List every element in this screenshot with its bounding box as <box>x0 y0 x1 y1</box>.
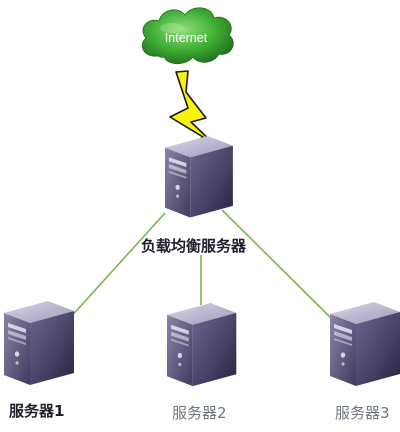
cloud-icon <box>141 7 234 65</box>
server-tower-icon <box>330 302 400 386</box>
server-tower-icon <box>167 303 237 387</box>
internet-label: Internet <box>165 31 208 45</box>
load-balancer-server <box>165 136 233 218</box>
server-tower-icon <box>4 301 74 385</box>
connection-links <box>67 209 336 323</box>
server-1 <box>4 301 74 385</box>
server-tower-icon <box>165 136 233 218</box>
server-1-label: 服务器1 <box>9 402 65 420</box>
server-3 <box>330 302 400 386</box>
link-to-server1 <box>67 212 166 321</box>
server-2-label: 服务器2 <box>172 404 227 422</box>
internet-cloud: Internet <box>141 7 234 65</box>
server-3-label: 服务器3 <box>335 404 390 422</box>
link-to-server3 <box>221 209 336 323</box>
load-balancer-label: 负载均衡服务器 <box>141 237 247 255</box>
lightning-bolt-icon <box>169 70 217 147</box>
server-2 <box>167 303 237 387</box>
